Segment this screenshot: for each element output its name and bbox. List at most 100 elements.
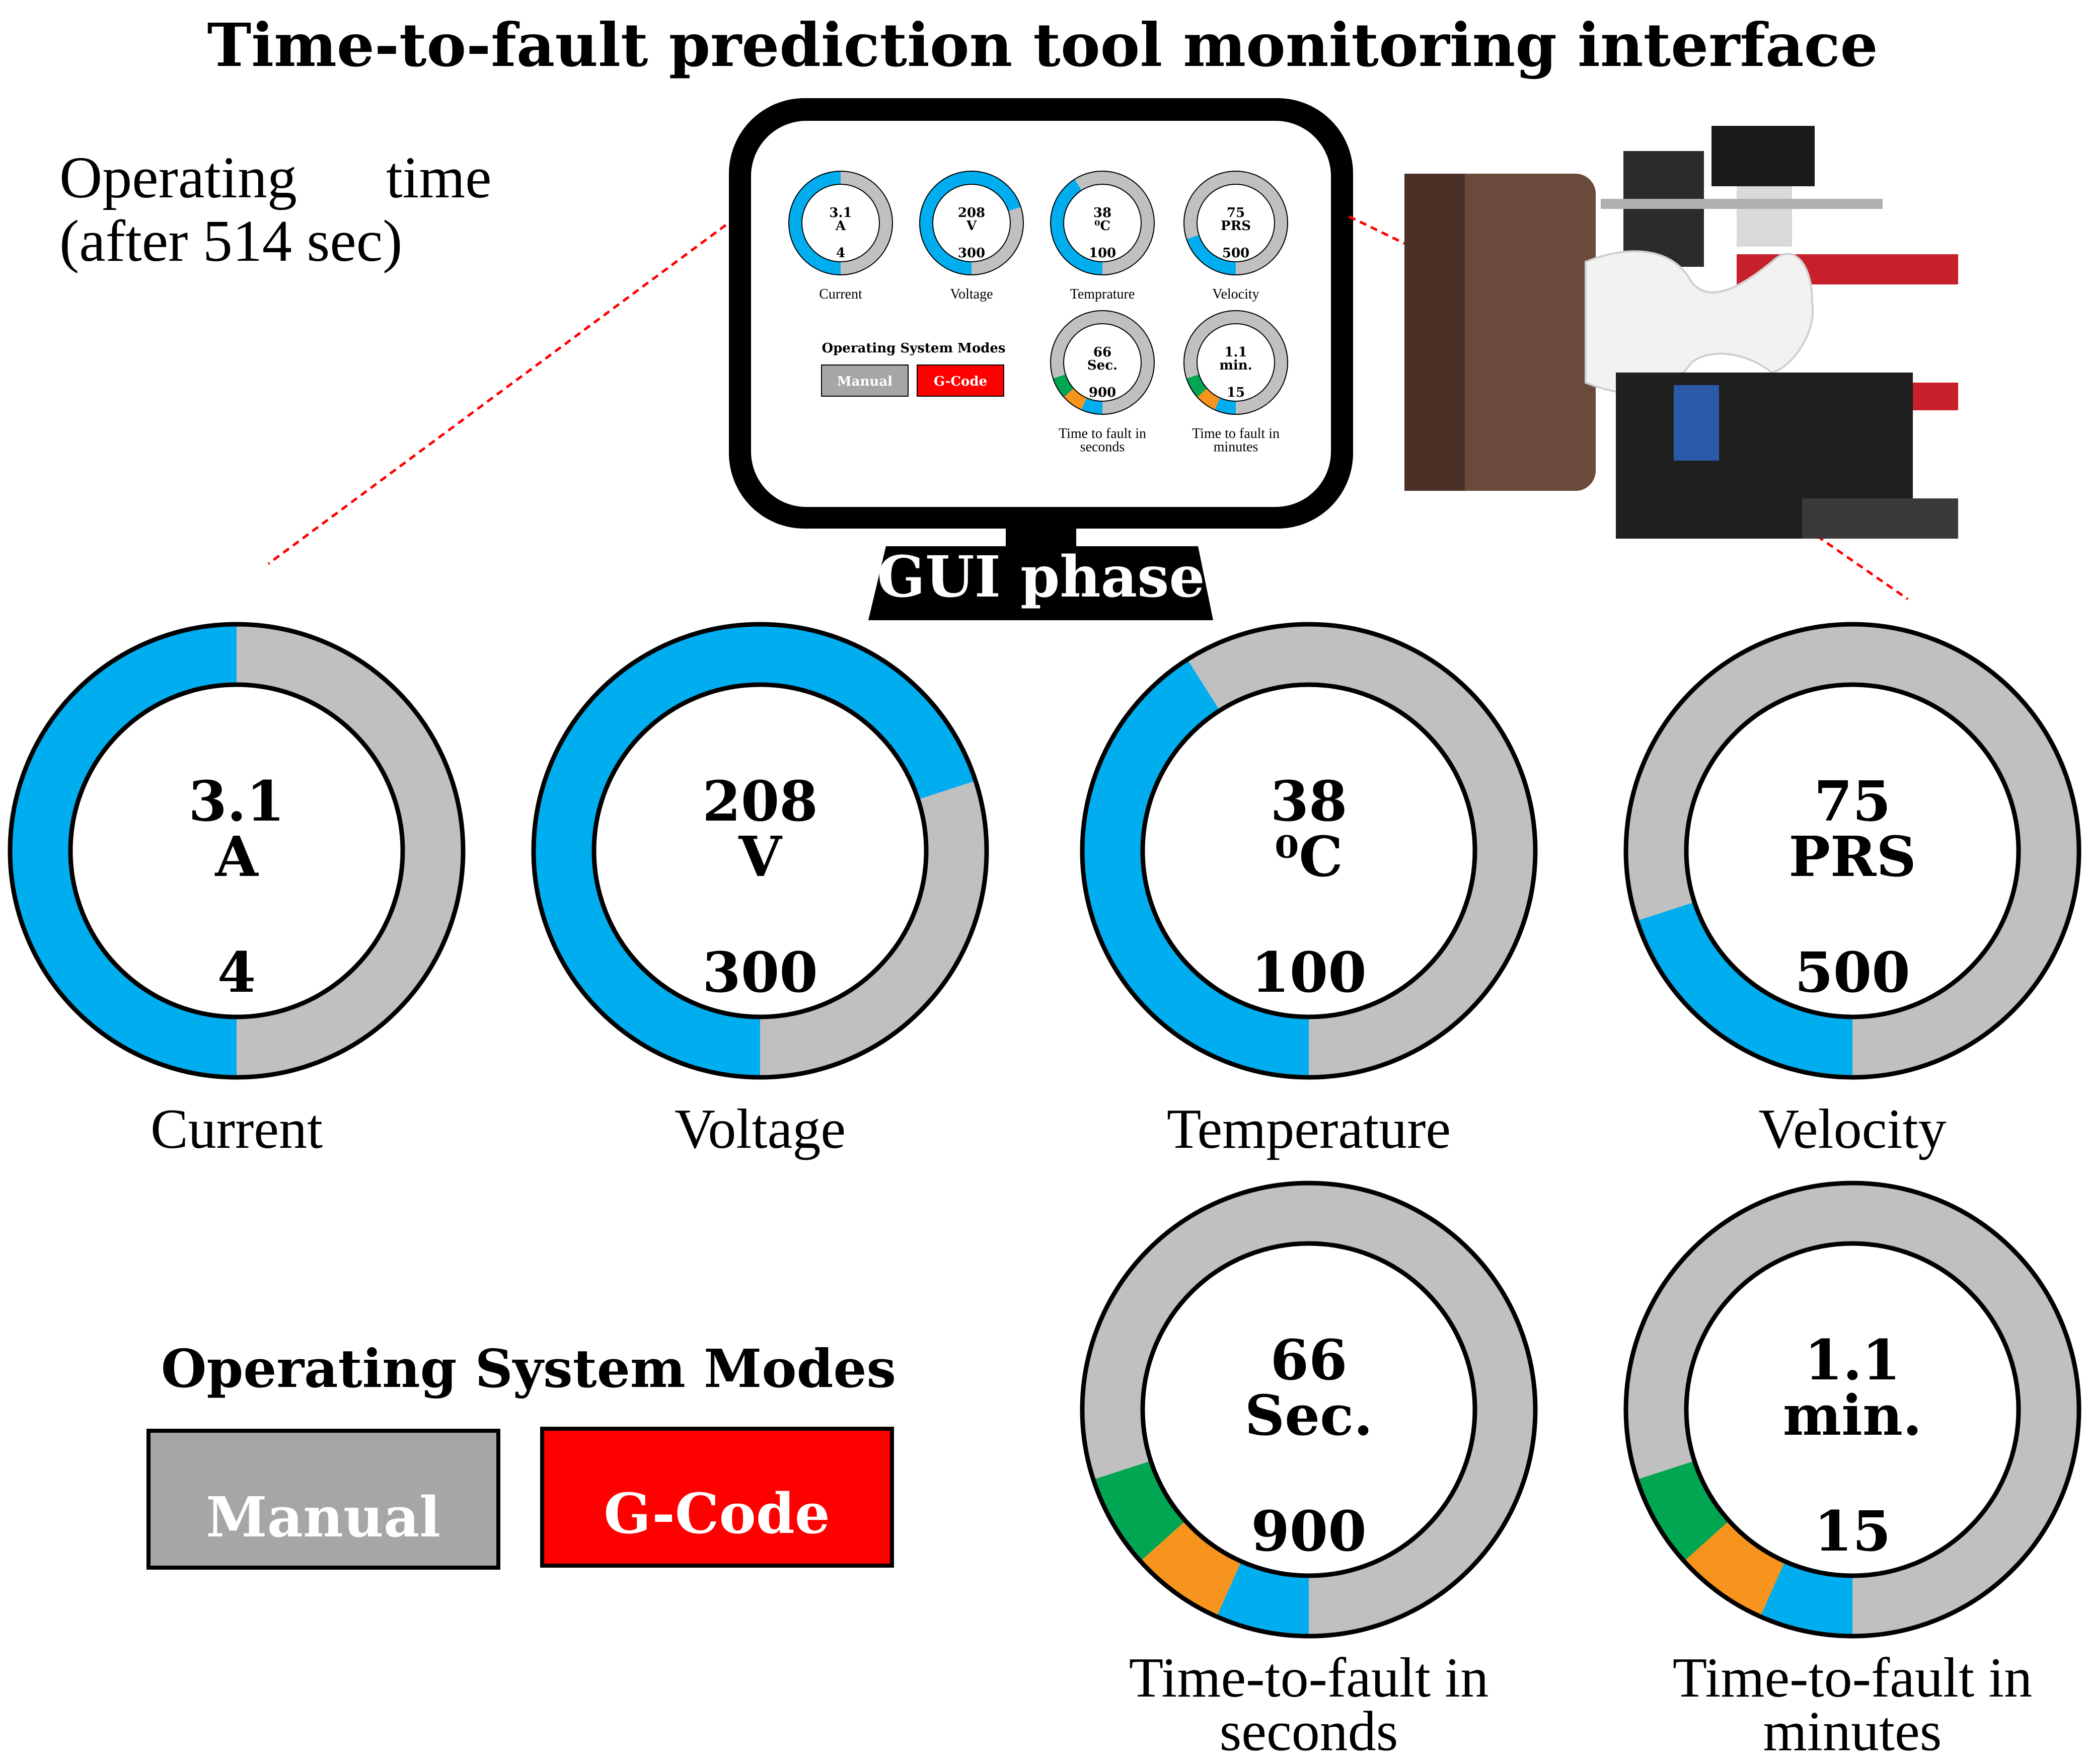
gauge-value-arc: [1637, 902, 1853, 1077]
mini-gauge-fault-segment-value: [1215, 398, 1236, 414]
gauge-outer-border: [1623, 1181, 2081, 1639]
chuck-shade: [1404, 174, 1465, 491]
mini-gauge-label: Time to fault in: [1059, 426, 1146, 442]
mini-gauge-value-arc: [1051, 179, 1103, 275]
mini-gauge-inner-border: [801, 184, 880, 262]
gauge-fault-segment-fault_orange: [1140, 1520, 1242, 1617]
gauge-unit: min.: [1783, 1383, 1922, 1448]
gauge-unit: PRS: [1789, 824, 1916, 889]
mini-gauge-value-arc: [1186, 235, 1236, 275]
figure-title: Time-to-fault prediction tool monitoring…: [207, 10, 1878, 80]
machine-photo: [1404, 126, 1958, 539]
mini-gauge-value: 66: [1093, 345, 1111, 360]
mini-gauge-outer-border: [788, 171, 893, 275]
mini-gcode-label: G-Code: [934, 374, 987, 389]
gauge-panel: 3.1A4Current208V300Voltage38⁰C100Tempera…: [8, 622, 2081, 1762]
mini-gauge-outer-border: [1050, 310, 1155, 415]
manual-button-label: Manual: [206, 1485, 440, 1550]
mini-gauge-max: 15: [1227, 385, 1245, 400]
mini-gcode-button[interactable]: [917, 364, 1004, 397]
mini-modes-heading: Operating System Modes: [822, 341, 1005, 356]
operating-time-label: Operating time (after 514 sec): [59, 146, 492, 273]
tool-holder-blue: [1674, 385, 1719, 461]
gauge-value: 1.1: [1804, 1328, 1900, 1392]
mini-gauge-label: Time to fault in: [1192, 426, 1280, 442]
gcode-button-label: G-Code: [604, 1481, 830, 1546]
stepper-motor: [1711, 126, 1815, 186]
connector-line-right-bottom: [1816, 535, 1909, 601]
mini-gauge-unit: ⁰C: [1094, 218, 1110, 234]
mini-gauge-label-line2: seconds: [1080, 439, 1125, 455]
mini-gauge-unit: A: [835, 218, 846, 234]
mini-gauge-fault-segment-value: [1081, 398, 1103, 414]
mini-manual-label: Manual: [837, 374, 892, 389]
gauge-outer-border: [1080, 1181, 1538, 1639]
gauge-value: 3.1: [188, 769, 284, 834]
gcode-button[interactable]: G-Code: [540, 1427, 894, 1568]
gauge-inner-border: [1684, 1241, 2021, 1578]
gauge-fault-segment-fault_orange: [1684, 1520, 1785, 1617]
mini-gauge-value: 208: [958, 205, 985, 220]
gauge-max: 15: [1814, 1499, 1891, 1564]
gauge-inner-border: [1140, 1241, 1477, 1578]
gauge-fault-segment-value: [1760, 1561, 1853, 1636]
mini-gauge-value: 3.1: [829, 205, 852, 220]
mini-gauge-inner-border: [1197, 184, 1275, 262]
gauge-outer-border: [1080, 622, 1538, 1080]
mini-gauge-fault-segment-fault_orange: [1064, 388, 1087, 410]
mini-gauge-fault-segment-fault_green: [1186, 374, 1208, 397]
mini-gauge-value: 38: [1093, 205, 1111, 220]
connector-line-left: [267, 224, 727, 565]
gauge-label-line2: minutes: [1763, 1700, 1942, 1762]
gauge-value-arc: [10, 624, 237, 1077]
mini-gauge-value: 1.1: [1224, 345, 1247, 360]
gauge-value-arc: [534, 624, 976, 1077]
mini-gauge-label: Velocity: [1212, 286, 1259, 302]
mini-gauge-max: 300: [958, 246, 985, 261]
modes-heading: Operating System Modes: [161, 1338, 896, 1400]
gauge-label: Temperature: [1167, 1098, 1451, 1160]
mini-gauge-inner-border: [1197, 323, 1275, 402]
gcode-button-body[interactable]: [540, 1427, 894, 1568]
mini-gauge-fault-segment-fault_orange: [1197, 388, 1221, 410]
gauge-value: 75: [1814, 769, 1891, 834]
gauge-unit: ⁰C: [1275, 824, 1343, 889]
mini-gauge-max: 4: [836, 246, 845, 261]
mini-gauge-unit: min.: [1219, 358, 1252, 373]
steel-rod: [1601, 199, 1883, 209]
gauge-label: Time-to-fault in: [1673, 1647, 2033, 1709]
gauge-label: Time-to-fault in: [1129, 1647, 1489, 1709]
gauge-inner-border: [1684, 682, 2021, 1019]
mini-gauge-max: 500: [1222, 246, 1249, 261]
gauge-fault-segment-fault_green: [1093, 1460, 1186, 1562]
gauge-max: 300: [702, 940, 818, 1005]
mini-gauge-unit: Sec.: [1087, 358, 1118, 373]
gauge-unit: Sec.: [1245, 1383, 1373, 1448]
gauge-inner-border: [68, 682, 405, 1019]
mini-gauge-inner-border: [1063, 323, 1142, 402]
gauge-inner-border: [1140, 682, 1477, 1019]
mini-gauge-outer-border: [1050, 171, 1155, 275]
workpiece: [1585, 250, 1814, 394]
mini-gauge-unit: PRS: [1221, 218, 1251, 234]
gauge-fault-segment-value: [1217, 1561, 1310, 1636]
manual-button[interactable]: Manual: [146, 1429, 500, 1570]
manual-button-body[interactable]: [146, 1429, 500, 1570]
gauge-outer-border: [8, 622, 466, 1080]
cross-slide: [1802, 498, 1958, 539]
mini-gauge-unit: V: [966, 218, 977, 234]
gauge-label: Velocity: [1758, 1098, 1946, 1160]
gauge-value: 38: [1270, 769, 1347, 834]
gauge-value: 208: [702, 769, 818, 834]
mini-manual-button[interactable]: [821, 364, 909, 397]
mini-gauge-label: Voltage: [950, 286, 993, 302]
